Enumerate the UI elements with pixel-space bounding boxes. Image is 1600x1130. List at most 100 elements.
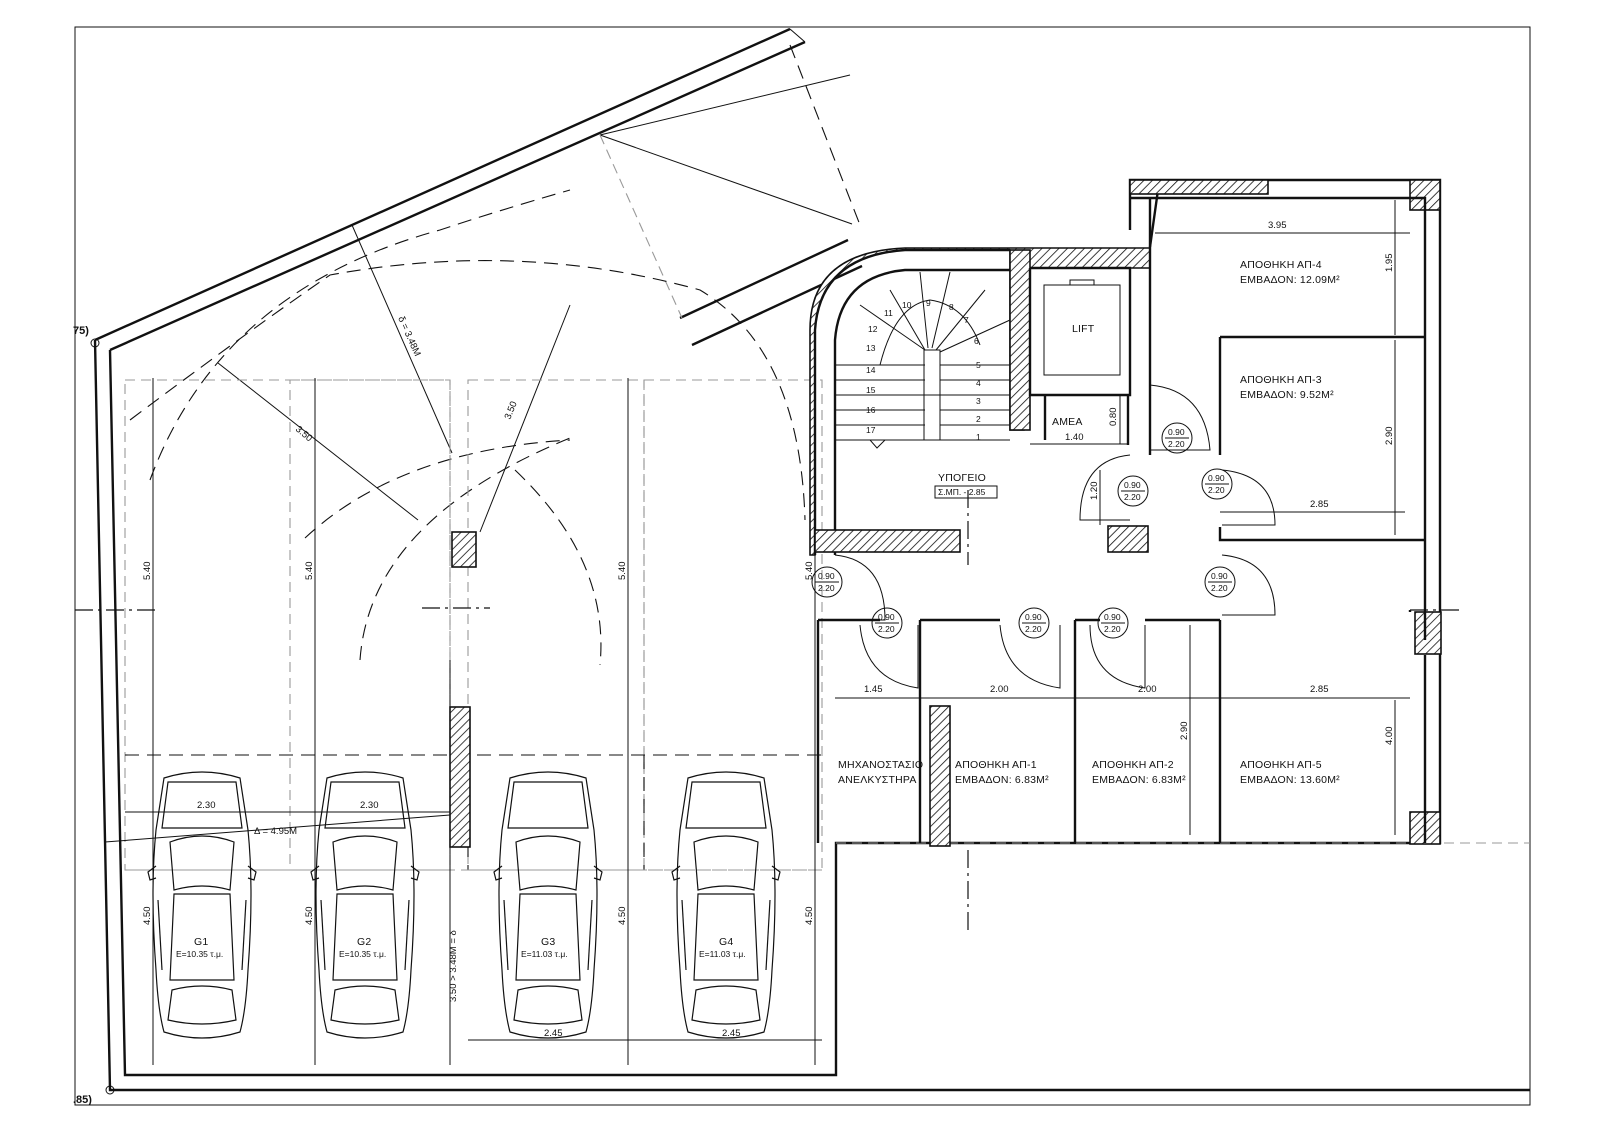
site-boundary [93, 27, 1530, 1092]
svg-text:2.20: 2.20 [1211, 583, 1228, 593]
basement-label: ΥΠΟΓΕΙΟ [938, 472, 986, 484]
svg-text:3.50: 3.50 [293, 424, 314, 444]
svg-text:δ = 3.48M: δ = 3.48M [395, 315, 422, 358]
svg-text:2.85: 2.85 [1310, 684, 1329, 695]
parking-id: G4 [719, 936, 733, 948]
svg-text:2.20: 2.20 [878, 624, 895, 634]
svg-text:17: 17 [866, 425, 876, 435]
svg-text:4: 4 [976, 378, 981, 388]
column [1414, 611, 1442, 655]
svg-text:2.45: 2.45 [544, 1028, 563, 1039]
car-icon [671, 771, 781, 1039]
parking-id: G1 [194, 936, 208, 948]
svg-text:0.90: 0.90 [1025, 612, 1042, 622]
door-tag: 0.90 2.20 [811, 566, 843, 598]
svg-text:3.95: 3.95 [1268, 220, 1287, 231]
room-area: ΕΜΒΑΔΟΝ: 13.60M² [1240, 774, 1340, 786]
edge-label-top: 75) [73, 325, 89, 337]
svg-text:15: 15 [866, 385, 876, 395]
svg-text:2.00: 2.00 [1138, 684, 1157, 695]
svg-text:2.20: 2.20 [1025, 624, 1042, 634]
svg-text:2.00: 2.00 [990, 684, 1009, 695]
parking-area: E=11.03 τ.μ. [699, 949, 746, 959]
svg-text:13: 13 [866, 343, 876, 353]
svg-text:11: 11 [884, 308, 893, 318]
sheet-frame [74, 26, 1531, 1106]
svg-text:2.30: 2.30 [360, 800, 379, 811]
svg-text:2.20: 2.20 [1208, 485, 1225, 495]
svg-text:10: 10 [902, 300, 912, 310]
stairwell [809, 247, 1151, 556]
svg-text:0.90: 0.90 [1208, 473, 1225, 483]
door-tag: 0.902.20 [871, 607, 903, 639]
column [929, 705, 951, 847]
door-swings [834, 384, 1276, 689]
wall-segment [1129, 179, 1269, 195]
svg-text:12: 12 [868, 324, 878, 334]
svg-text:5.40: 5.40 [804, 562, 815, 581]
svg-text:2.30: 2.30 [197, 800, 216, 811]
door-tag: 0.90 2.20 [1018, 607, 1050, 639]
svg-text:3: 3 [976, 396, 981, 406]
room-name: ΑΝΕΛΚΥΣΤΗΡΑ [838, 774, 917, 786]
svg-text:3.50: 3.50 [503, 400, 520, 421]
svg-text:0.90: 0.90 [818, 571, 835, 581]
svg-text:2.90: 2.90 [1384, 427, 1395, 446]
room-name: ΑΠΟΘΗΚΗ ΑΠ-4 [1240, 259, 1322, 271]
svg-text:4.50: 4.50 [804, 907, 815, 926]
door-tag: 0.90 2.20 [1204, 566, 1236, 598]
parking-area: E=10.35 τ.μ. [339, 949, 386, 959]
svg-text:0.80: 0.80 [1108, 408, 1119, 427]
column [449, 706, 471, 848]
svg-text:2.20: 2.20 [1104, 624, 1121, 634]
lift-shaft [1028, 266, 1132, 445]
door-tag: 0.90 2.20 [1201, 468, 1233, 500]
parking-id: G2 [357, 936, 371, 948]
svg-text:0.90: 0.90 [1168, 427, 1185, 437]
svg-text:2.90: 2.90 [1179, 722, 1190, 741]
parking-id: G3 [541, 936, 555, 948]
door-tag: 0.90 2.20 [1097, 607, 1129, 639]
svg-text:0.90: 0.90 [1211, 571, 1228, 581]
svg-text:16: 16 [866, 405, 876, 415]
turning-arcs [129, 189, 806, 666]
svg-text:14: 14 [866, 365, 876, 375]
svg-text:2.20: 2.20 [818, 583, 835, 593]
level-label: Σ.ΜΠ. - 2.85 [938, 487, 986, 497]
parking-area: E=11.03 τ.μ. [521, 949, 568, 959]
svg-text:5.40: 5.40 [142, 562, 153, 581]
svg-text:5.40: 5.40 [304, 562, 315, 581]
svg-text:1.45: 1.45 [864, 684, 883, 695]
svg-text:7: 7 [964, 315, 969, 325]
svg-text:2.85: 2.85 [1310, 499, 1329, 510]
door-tag: 0.90 2.20 [1161, 422, 1193, 454]
svg-text:2.20: 2.20 [1124, 492, 1141, 502]
door-tags: 0.90 2.20 0.90 2.20 0.90 2.20 0.90 2.20 0.90… [811, 422, 1236, 639]
svg-text:5.40: 5.40 [617, 562, 628, 581]
edge-label-bottom: .85) [73, 1094, 92, 1106]
svg-text:2: 2 [976, 414, 981, 424]
svg-text:8: 8 [949, 302, 954, 312]
svg-text:9: 9 [926, 298, 931, 308]
column [451, 531, 477, 568]
door-tag: 0.90 2.20 [1117, 475, 1149, 507]
svg-text:4.50: 4.50 [142, 907, 153, 926]
ramp-strip [679, 238, 849, 320]
svg-text:3.50 > 3.48M = δ: 3.50 > 3.48M = δ [448, 930, 459, 1002]
svg-text:1.40: 1.40 [1065, 432, 1084, 443]
room-name: ΑΠΟΘΗΚΗ ΑΠ-2 [1092, 759, 1174, 771]
svg-text:0.90: 0.90 [1104, 612, 1121, 622]
room-name: ΑΠΟΘΗΚΗ ΑΠ-1 [955, 759, 1037, 771]
svg-text:0.90: 0.90 [1124, 480, 1141, 490]
svg-text:2.45: 2.45 [722, 1028, 741, 1039]
svg-text:4.50: 4.50 [304, 907, 315, 926]
svg-text:2.20: 2.20 [1168, 439, 1185, 449]
svg-text:4.50: 4.50 [617, 907, 628, 926]
ramp-lines [217, 44, 861, 533]
axis-lines [75, 490, 1530, 930]
parking-grid [124, 379, 823, 871]
room-name: ΑΠΟΘΗΚΗ ΑΠ-5 [1240, 759, 1322, 771]
svg-text:4.00: 4.00 [1384, 727, 1395, 746]
room-area: ΕΜΒΑΔΟΝ: 12.09M² [1240, 274, 1340, 286]
